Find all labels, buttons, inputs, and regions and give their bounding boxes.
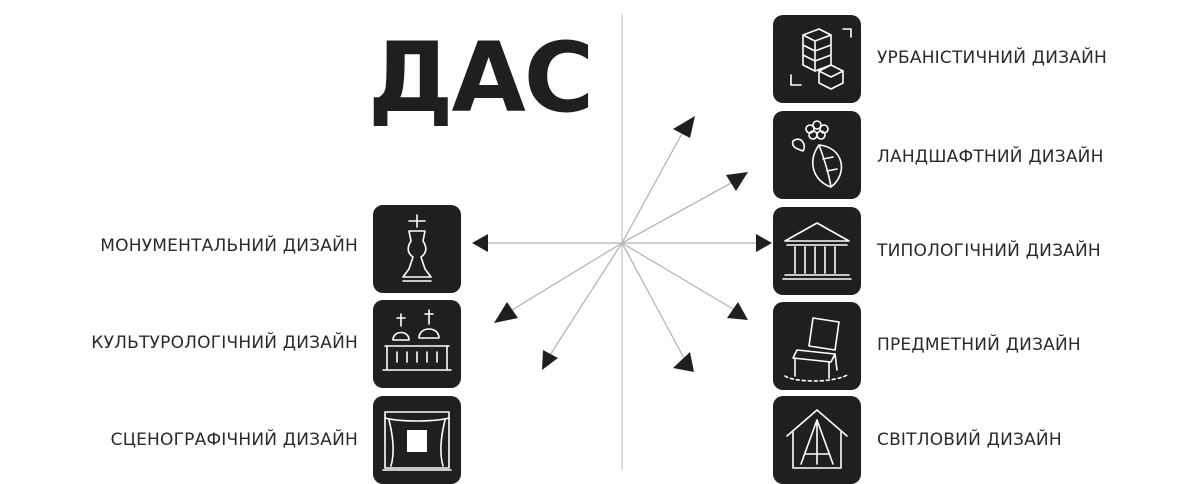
ray-scenographic <box>549 242 623 356</box>
ray-culturological <box>511 242 623 311</box>
tile-object-design <box>773 302 861 390</box>
ray-lighting <box>621 242 686 361</box>
tile-scenographic-design <box>373 396 461 484</box>
arrowhead-object <box>727 302 748 320</box>
classical-building-icon <box>782 222 852 280</box>
title: ДАС <box>368 22 594 134</box>
arrowhead-culturological <box>494 302 518 323</box>
arrowhead-monumental <box>472 234 488 252</box>
label-landscape-design: ЛАНДШАФТНИЙ ДИЗАЙН <box>877 147 1104 167</box>
ray-urban <box>621 127 686 244</box>
tile-lighting-design <box>773 396 861 484</box>
label-culturological-design: КУЛЬТУРОЛОГІЧНИЙ ДИЗАЙН <box>91 333 358 353</box>
church-domes-icon <box>382 309 452 371</box>
ray-landscape <box>621 177 741 244</box>
arrowhead-urban <box>673 116 695 138</box>
label-monumental-design: МОНУМЕНТАЛЬНИЙ ДИЗАЙН <box>100 236 358 256</box>
chair-icon <box>784 317 850 382</box>
tile-typological-design <box>773 207 861 295</box>
arrowhead-typological <box>756 234 772 252</box>
leaf-flower-icon <box>791 120 843 188</box>
label-typological-design: ТИПОЛОГІЧНИЙ ДИЗАЙН <box>877 241 1101 261</box>
tile-monumental-design <box>373 205 461 293</box>
lit-house-icon <box>786 409 848 469</box>
label-object-design: ПРЕДМЕТНИЙ ДИЗАЙН <box>877 335 1081 355</box>
tile-urban-design <box>773 15 861 103</box>
arrowhead-landscape <box>726 172 748 191</box>
stage-curtain-icon <box>382 411 452 471</box>
monument-icon <box>402 214 432 282</box>
label-scenographic-design: СЦЕНОГРАФІЧНИЙ ДИЗАЙН <box>110 430 358 450</box>
label-urban-design: УРБАНІСТИЧНИЙ ДИЗАЙН <box>877 48 1107 68</box>
city-blocks-icon <box>790 28 852 90</box>
tile-landscape-design <box>773 111 861 199</box>
ray-object <box>621 242 739 313</box>
label-lighting-design: СВІТЛОВИЙ ДИЗАЙН <box>877 430 1062 450</box>
tile-culturological-design <box>373 300 461 388</box>
arrowhead-lighting <box>673 352 694 372</box>
arrowhead-scenographic <box>542 350 558 370</box>
